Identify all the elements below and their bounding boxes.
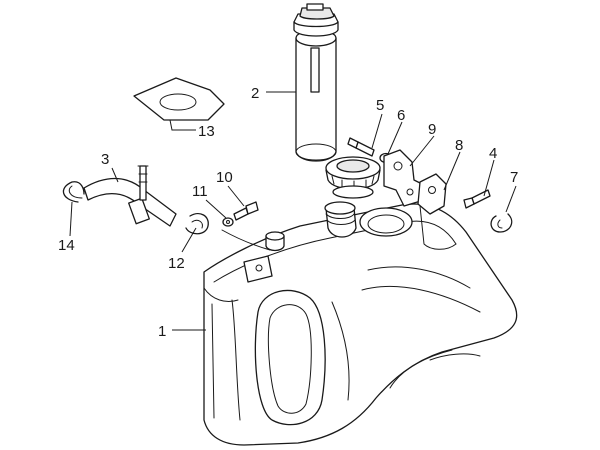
- callout-2: 2: [251, 85, 259, 102]
- callout-12: 12: [168, 255, 185, 272]
- callout-8: 8: [455, 137, 463, 154]
- callout-13: 13: [198, 123, 215, 140]
- hose-clip-left: [62, 181, 85, 203]
- callout-7: 7: [510, 169, 518, 186]
- fuel-tank: [203, 201, 518, 446]
- hose-assembly: [83, 165, 177, 227]
- sender-opening: [359, 207, 413, 237]
- callout-11: 11: [192, 183, 208, 200]
- bolt-5: [347, 137, 375, 157]
- callout-numbers: 1 2 3 4 5 6 7 8 9 10 11 12 13 14: [58, 85, 518, 340]
- mounting-tab: [243, 255, 273, 283]
- clip-7: [490, 213, 513, 233]
- callout-14: 14: [58, 237, 75, 254]
- callout-9: 9: [428, 121, 436, 138]
- rear-bracket: [417, 173, 447, 215]
- callout-4: 4: [489, 145, 497, 162]
- callout-3: 3: [101, 151, 109, 168]
- mounting-plate: [133, 77, 225, 121]
- leader-lines: [69, 91, 517, 331]
- washer-11: [222, 217, 234, 227]
- fuel-level-sender: [293, 3, 339, 162]
- breather-nipple: [265, 231, 285, 252]
- bolt-10: [233, 201, 259, 221]
- callout-5: 5: [376, 97, 384, 114]
- callout-1: 1: [158, 323, 166, 340]
- callout-6: 6: [397, 107, 405, 124]
- fuel-cap: [325, 156, 381, 199]
- callout-10: 10: [216, 169, 233, 186]
- filler-neck: [324, 201, 357, 238]
- tank-strap: [221, 229, 271, 251]
- hose-clip-right: [185, 212, 209, 235]
- bolt-4: [463, 189, 491, 209]
